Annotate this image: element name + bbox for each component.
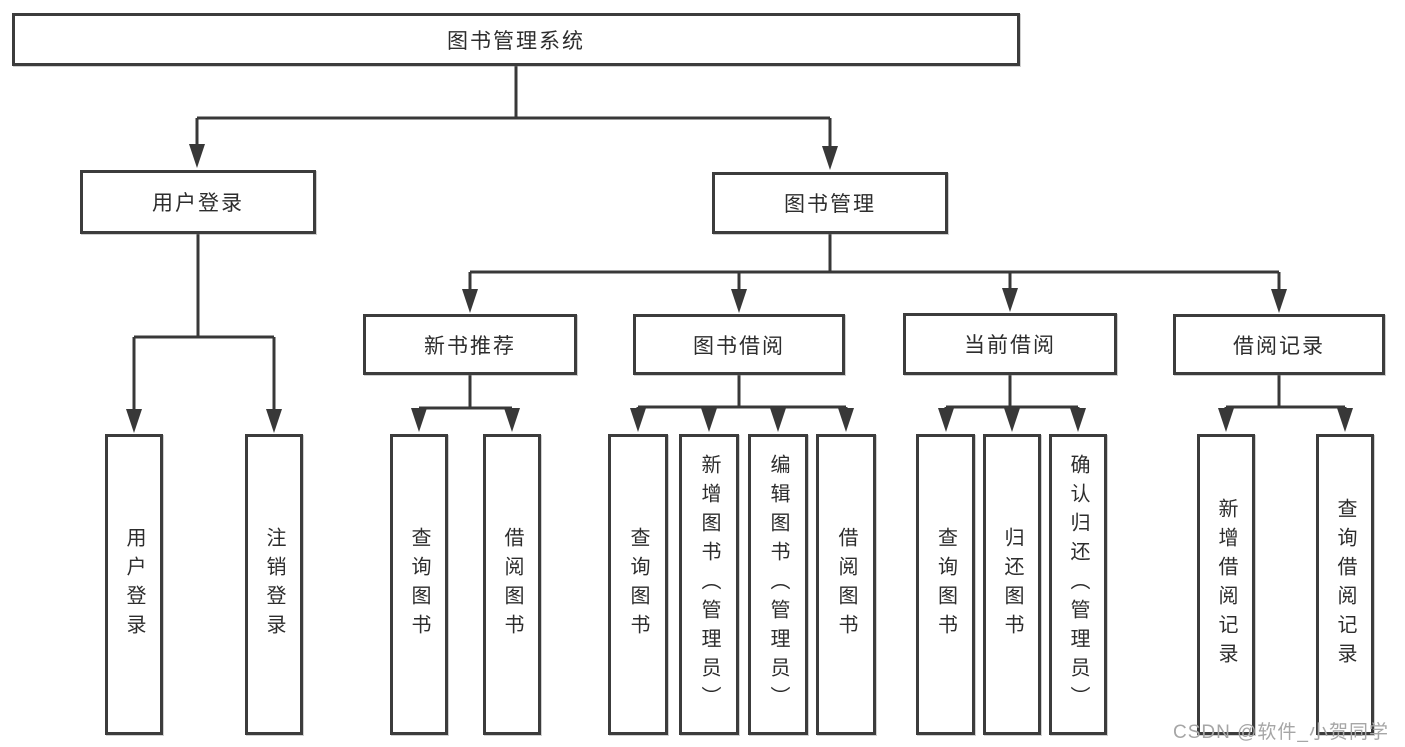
arrow-icon (731, 289, 747, 313)
node-root-label: 图书管理系统 (447, 29, 585, 53)
arrow-icon (1218, 408, 1234, 432)
arrow-icon (770, 408, 786, 432)
leaf-query-books-2: 查询图书 (608, 434, 668, 735)
arrow-icon (938, 408, 954, 432)
leaf-borrow-books-2: 借阅图书 (816, 434, 876, 735)
connector-root (195, 66, 832, 150)
connector-user-login (132, 233, 276, 412)
arrow-icon (1070, 408, 1086, 432)
arrow-icon (1002, 288, 1018, 312)
node-new-book-recommend: 新书推荐 (363, 314, 577, 375)
node-borrow-records-label: 借阅记录 (1233, 334, 1325, 358)
leaf-query-borrow-record-label: 查询借阅记录 (1334, 497, 1356, 672)
leaf-add-borrow-record: 新增借阅记录 (1197, 434, 1255, 735)
leaf-user-login-label: 用户登录 (123, 526, 145, 643)
arrow-icon (701, 408, 717, 432)
arrow-icon (630, 408, 646, 432)
leaf-logout-label: 注销登录 (263, 526, 285, 643)
arrow-icon (266, 409, 282, 433)
connector-lines (132, 66, 1347, 412)
csdn-watermark: CSDN @软件_小贺同学 (1173, 722, 1389, 743)
leaf-logout: 注销登录 (245, 434, 303, 735)
node-book-borrow: 图书借阅 (633, 314, 845, 375)
node-current-borrow-label: 当前借阅 (964, 334, 1056, 357)
leaf-return-books: 归还图书 (983, 434, 1041, 735)
arrow-icon (189, 144, 205, 168)
arrowheads (126, 144, 1353, 433)
connector-book-mgmt (468, 233, 1281, 292)
arrow-icon (1337, 408, 1353, 432)
node-book-management: 图书管理 (712, 172, 948, 234)
leaf-borrow-books-1: 借阅图书 (483, 434, 541, 735)
arrow-icon (462, 289, 478, 313)
leaf-add-book-admin: 新增图书（管理员） (679, 434, 739, 735)
node-root: 图书管理系统 (12, 13, 1020, 66)
node-borrow-records: 借阅记录 (1173, 314, 1385, 375)
leaf-query-borrow-record: 查询借阅记录 (1316, 434, 1374, 735)
node-new-book-recommend-label: 新书推荐 (424, 334, 516, 358)
connector-current-borrow (944, 373, 1080, 412)
node-book-management-label: 图书管理 (784, 193, 876, 216)
leaf-query-books-3-label: 查询图书 (934, 526, 957, 643)
leaf-edit-book-admin: 编辑图书（管理员） (748, 434, 808, 735)
connector-new-book (417, 374, 514, 412)
leaf-user-login: 用户登录 (105, 434, 163, 735)
leaf-edit-book-admin-label: 编辑图书（管理员） (767, 454, 789, 715)
arrow-icon (1271, 289, 1287, 313)
leaf-confirm-return-admin-label: 确认归还（管理员） (1067, 454, 1089, 715)
leaf-add-book-admin-label: 新增图书（管理员） (698, 454, 720, 715)
node-book-borrow-label: 图书借阅 (693, 334, 785, 358)
arrow-icon (822, 146, 838, 170)
leaf-query-books-1-label: 查询图书 (408, 526, 430, 643)
arrow-icon (126, 409, 142, 433)
leaf-confirm-return-admin: 确认归还（管理员） (1049, 434, 1107, 735)
node-current-borrow: 当前借阅 (903, 313, 1117, 375)
arrow-icon (411, 408, 427, 432)
leaf-add-borrow-record-label: 新增借阅记录 (1215, 497, 1237, 672)
connector-borrow-records (1224, 374, 1347, 412)
leaf-query-books-2-label: 查询图书 (627, 526, 649, 643)
arrow-icon (838, 408, 854, 432)
leaf-borrow-books-2-label: 借阅图书 (835, 526, 857, 643)
node-user-login-label: 用户登录 (152, 192, 244, 215)
leaf-return-books-label: 归还图书 (1001, 526, 1023, 643)
leaf-query-books-1: 查询图书 (390, 434, 448, 735)
node-user-login: 用户登录 (80, 170, 316, 234)
arrow-icon (504, 408, 520, 432)
leaf-borrow-books-1-label: 借阅图书 (501, 526, 523, 643)
leaf-query-books-3: 查询图书 (916, 434, 975, 735)
connector-book-borrow (636, 374, 848, 412)
arrow-icon (1004, 408, 1020, 432)
